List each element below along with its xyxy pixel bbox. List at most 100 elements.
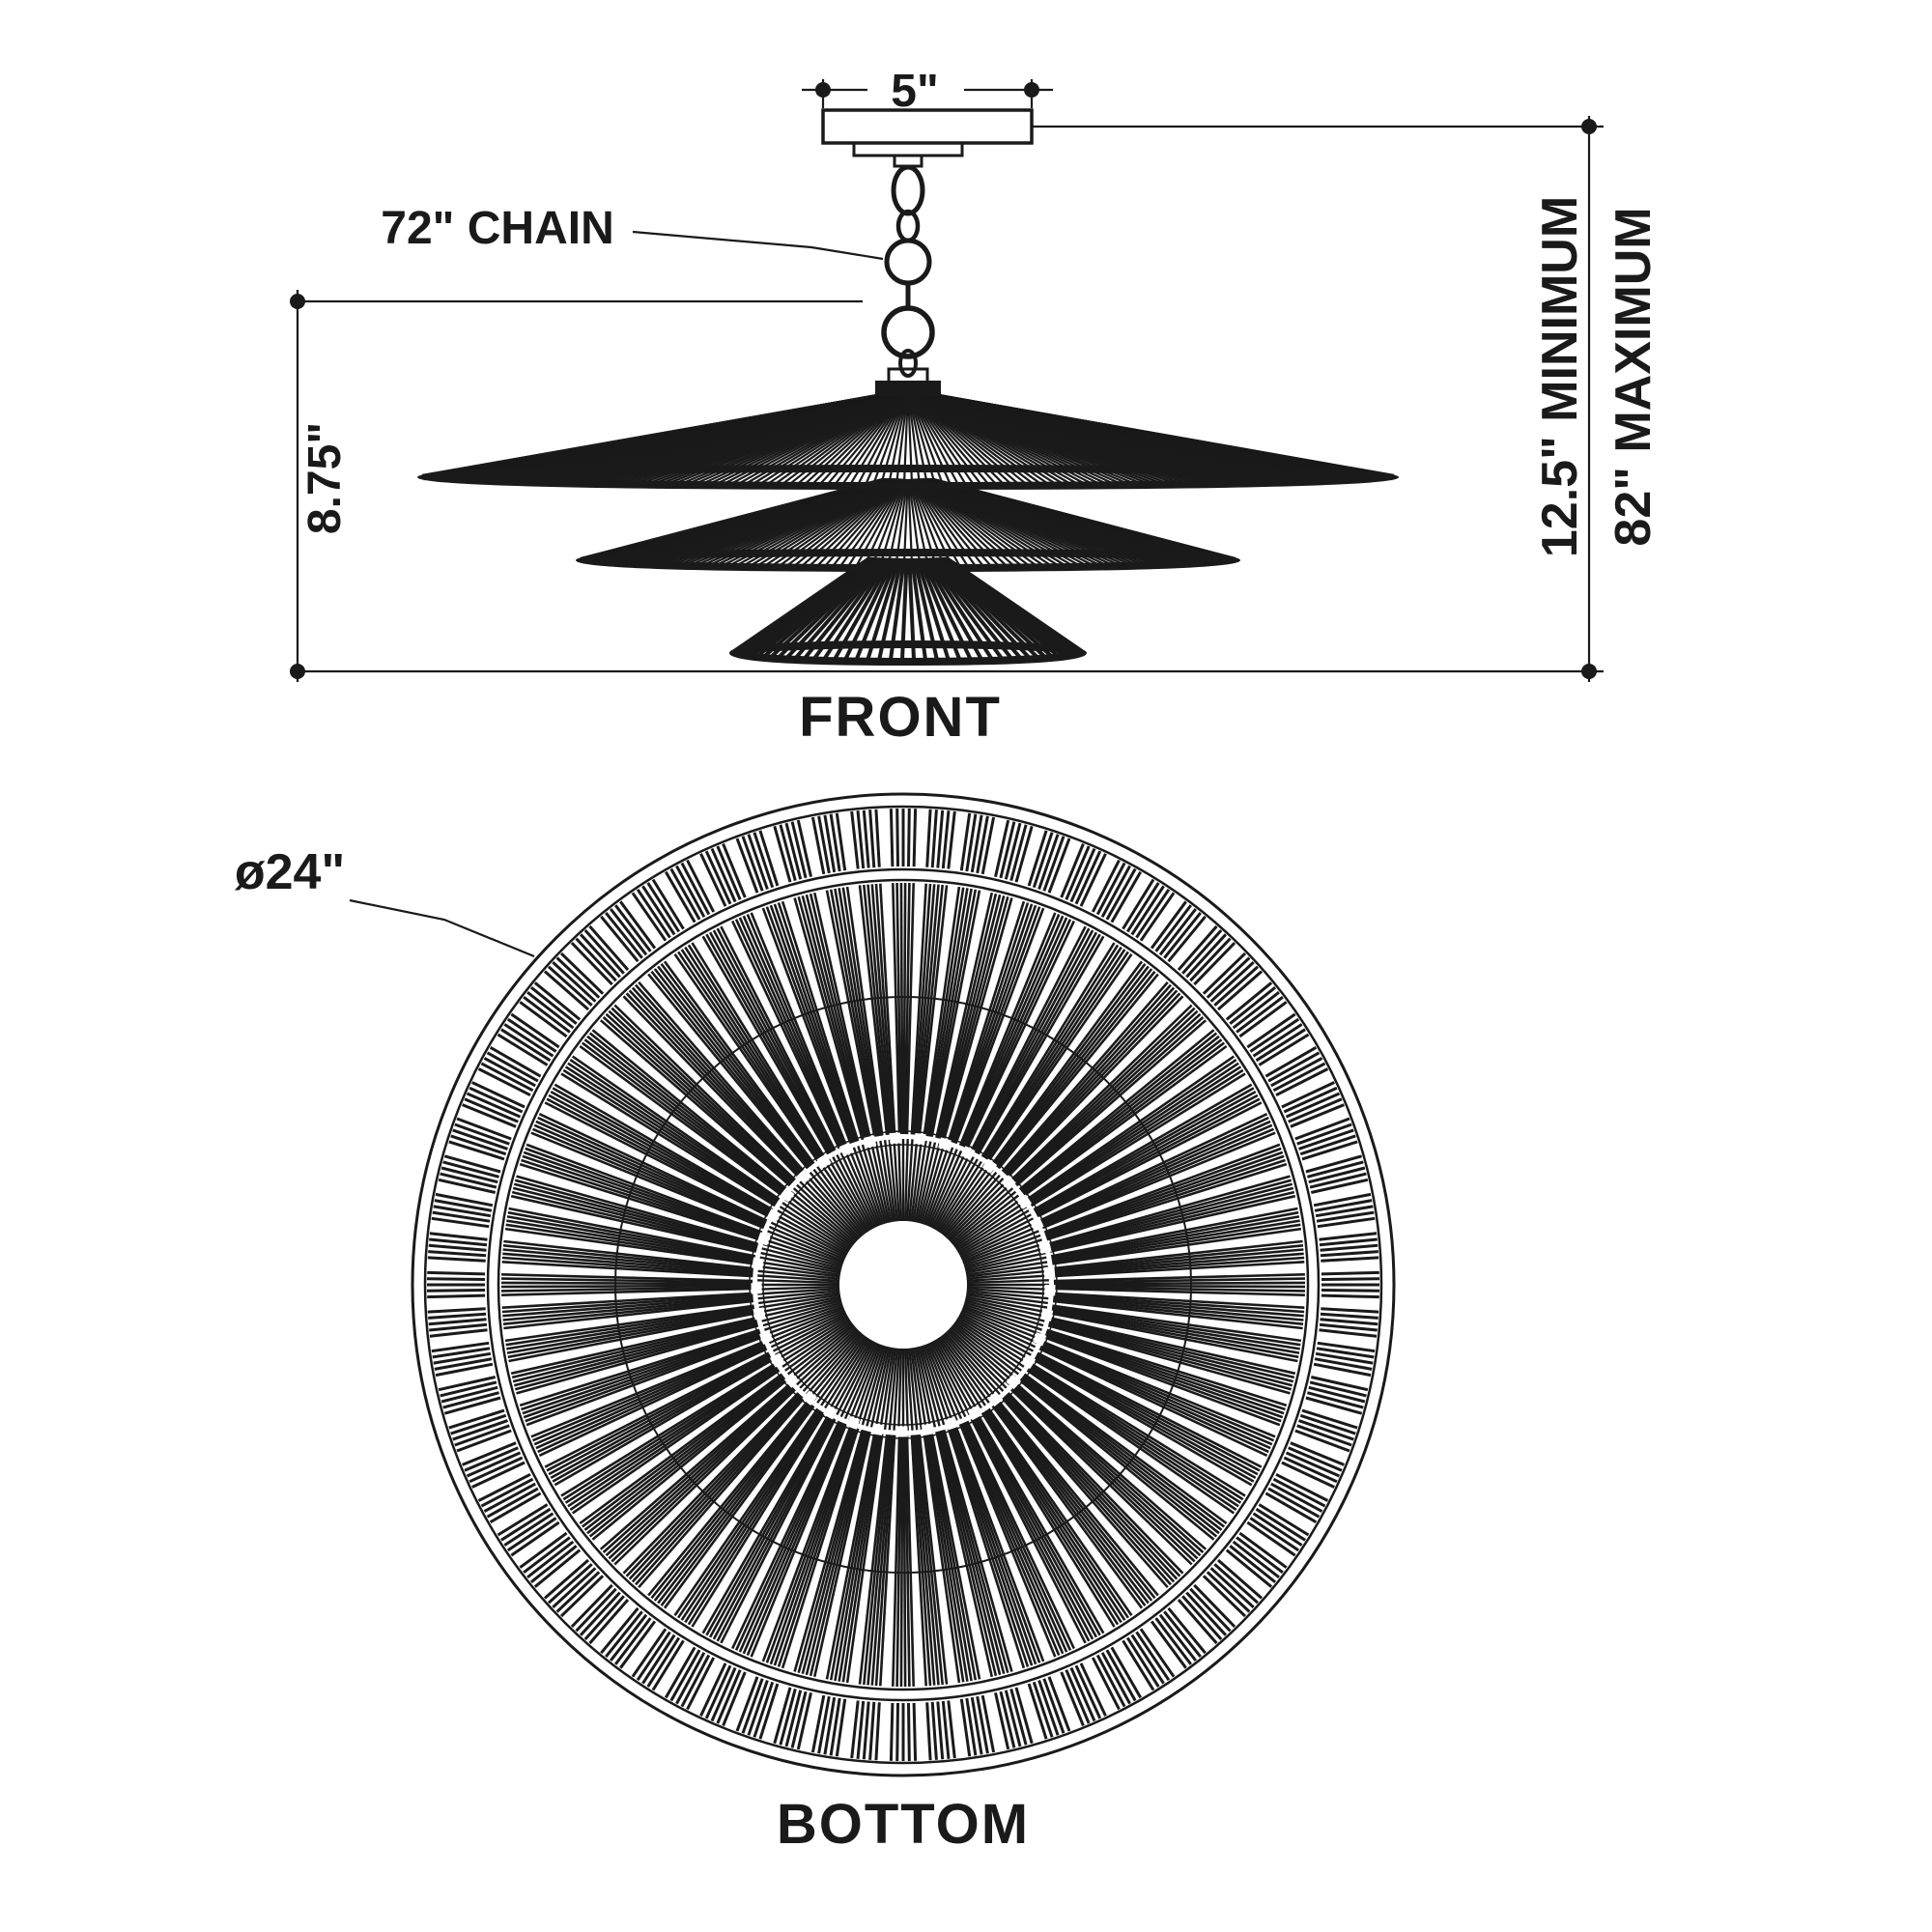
dimension-shade-height: 8.75" <box>299 422 351 534</box>
string-line <box>434 1357 493 1371</box>
string-line <box>575 937 617 982</box>
string-line <box>1060 843 1085 898</box>
string-line <box>816 1166 867 1235</box>
string-line <box>625 1393 801 1577</box>
center-hole <box>842 1224 964 1346</box>
string-line <box>1236 996 1284 1034</box>
string-line <box>1319 1322 1378 1332</box>
string-line <box>812 1334 866 1402</box>
string-line <box>952 1426 1037 1665</box>
string-line <box>1321 1293 1379 1299</box>
string-line <box>500 1028 552 1063</box>
string-line <box>992 963 1147 1166</box>
string-line <box>930 1432 981 1680</box>
string-line <box>1049 1320 1294 1383</box>
string-line <box>512 1186 757 1250</box>
string-line <box>905 1139 914 1222</box>
string-line <box>923 1147 954 1226</box>
string-line <box>1158 1613 1197 1662</box>
tier-boundary-circle <box>614 996 1192 1574</box>
string-line <box>958 1314 1032 1356</box>
string-line <box>762 1301 842 1327</box>
mid-ring-inner-circle <box>497 878 1310 1691</box>
string-line <box>1041 1127 1275 1228</box>
string-line <box>454 1424 510 1447</box>
string-line <box>1202 952 1247 995</box>
string-line <box>867 1435 892 1686</box>
string-line <box>952 1322 1020 1376</box>
string-line <box>619 900 657 950</box>
string-line <box>677 951 820 1161</box>
string-line <box>874 1435 895 1687</box>
string-line <box>1069 1666 1096 1722</box>
string-line <box>823 1696 837 1755</box>
string-line <box>983 946 1122 1159</box>
string-line <box>523 1536 571 1574</box>
string-line <box>701 1414 830 1634</box>
string-line <box>523 996 571 1034</box>
string-line <box>1281 1461 1335 1489</box>
string-line <box>809 893 870 1139</box>
string-line <box>579 1591 621 1636</box>
string-line <box>699 1662 727 1717</box>
string-line <box>793 897 865 1141</box>
string-line <box>687 944 824 1158</box>
string-line <box>591 1378 788 1541</box>
string-line <box>805 1431 868 1676</box>
string-line <box>1320 1243 1378 1252</box>
string-line <box>899 1435 904 1688</box>
string-line <box>779 1206 850 1252</box>
string-line <box>1045 1331 1285 1415</box>
string-line <box>928 889 978 1137</box>
string-line <box>519 1162 760 1241</box>
string-line <box>957 1316 1030 1360</box>
string-line <box>564 1365 778 1504</box>
string-line <box>834 888 879 1137</box>
string-line <box>757 1285 840 1291</box>
string-line <box>1270 1482 1323 1513</box>
string-line <box>501 1293 753 1314</box>
string-line <box>785 556 883 659</box>
string-line <box>1258 1033 1310 1066</box>
string-line <box>784 1690 803 1747</box>
string-line <box>925 809 932 867</box>
string-line <box>870 1435 894 1686</box>
string-line <box>1252 1512 1303 1547</box>
string-line <box>716 1669 742 1724</box>
string-line <box>1255 1507 1306 1542</box>
string-line <box>605 1385 793 1557</box>
string-line <box>797 895 866 1140</box>
string-line <box>502 1248 753 1273</box>
string-line <box>720 925 837 1151</box>
string-line <box>784 1198 853 1249</box>
string-line <box>947 1700 956 1759</box>
string-line <box>952 1190 1017 1245</box>
string-line <box>691 942 826 1157</box>
string-line <box>816 1335 867 1404</box>
string-line <box>521 1158 761 1239</box>
string-line <box>1189 1587 1232 1633</box>
string-line <box>902 1435 907 1688</box>
string-line <box>857 1146 885 1225</box>
string-line <box>462 1103 517 1128</box>
string-line <box>1319 1328 1378 1338</box>
string-line <box>959 812 972 871</box>
string-line <box>965 1697 978 1756</box>
string-line <box>1032 1681 1054 1738</box>
string-line <box>504 1227 754 1265</box>
string-line <box>1296 1122 1352 1146</box>
string-line <box>1294 1429 1350 1453</box>
string-line <box>952 904 1037 1144</box>
string-line <box>1032 832 1054 889</box>
string-line <box>953 1321 1022 1372</box>
tier-1-rim <box>417 465 1399 490</box>
chain-ring <box>881 305 935 359</box>
string-line <box>971 1417 1091 1642</box>
string-line <box>781 900 860 1142</box>
string-line <box>781 1202 852 1250</box>
string-line <box>936 1338 982 1409</box>
string-line <box>673 1407 819 1617</box>
string-line <box>983 1410 1122 1624</box>
string-line <box>638 1397 806 1589</box>
string-line <box>957 1209 1030 1254</box>
